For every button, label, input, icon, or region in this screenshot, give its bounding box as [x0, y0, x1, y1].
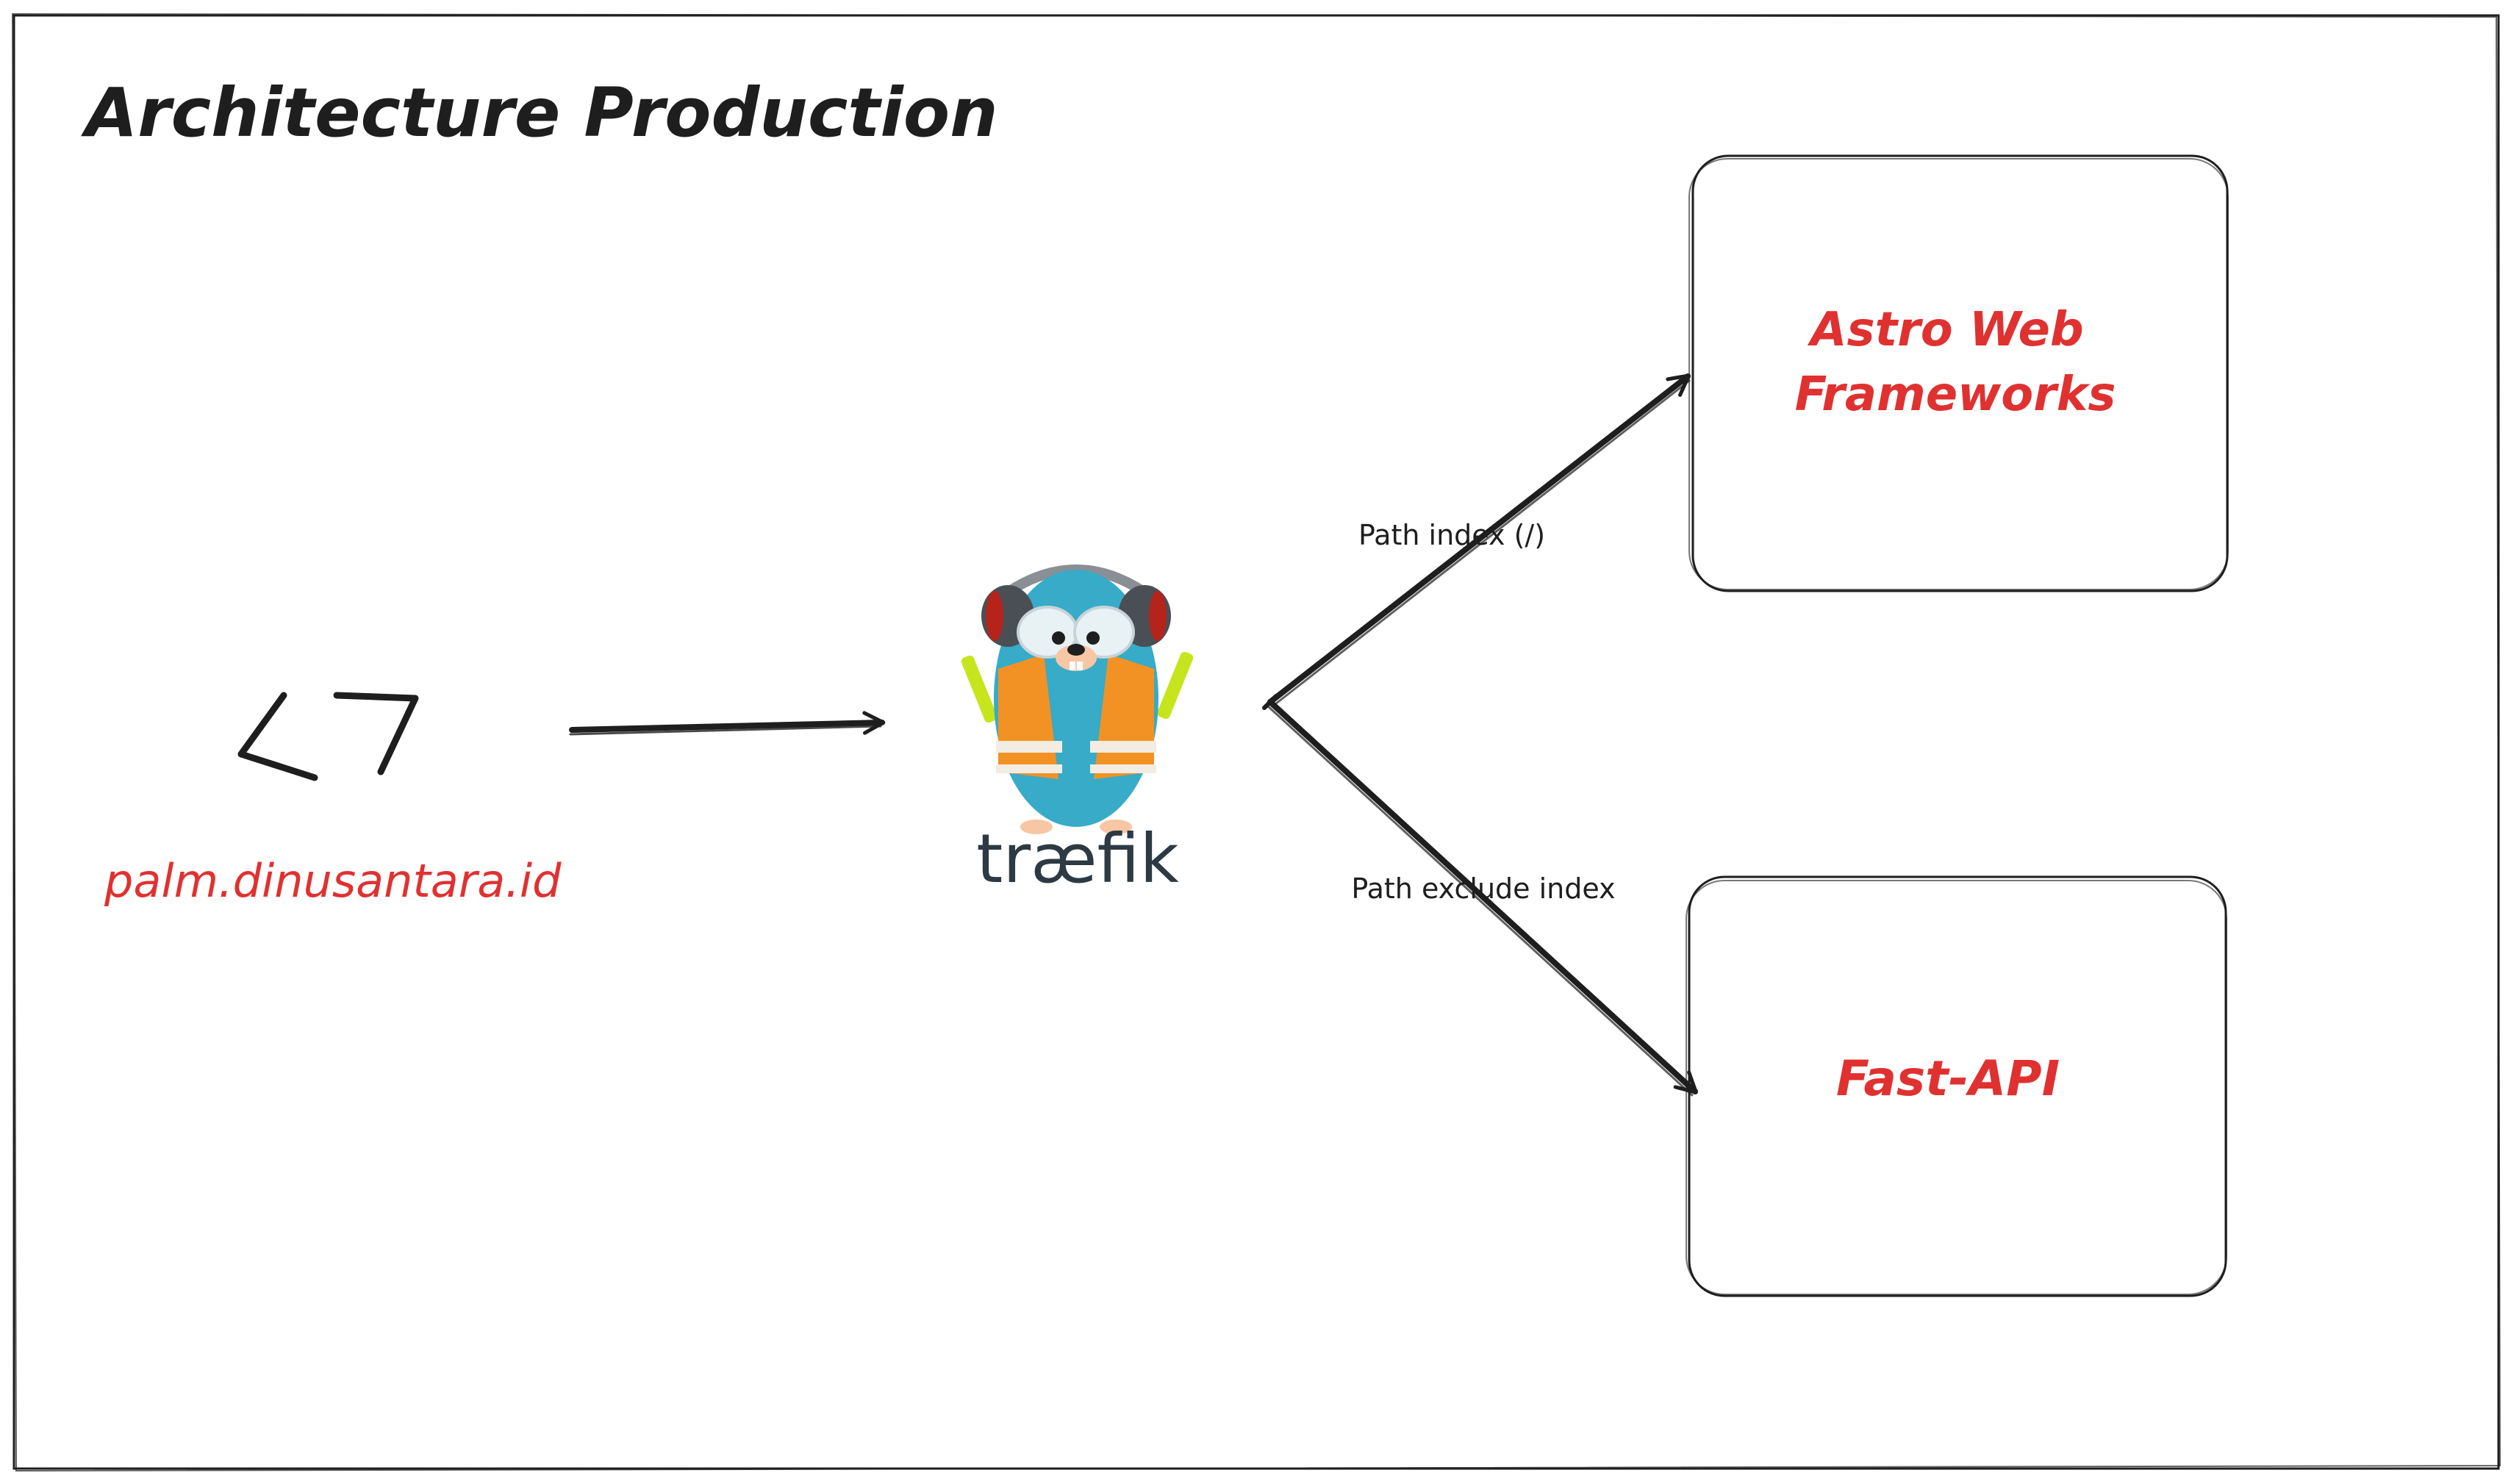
- route-arrow-to-astro: [1267, 373, 1691, 708]
- service-label-astro-line-2: Frameworks: [1795, 368, 2116, 422]
- route-label-exclude-index: Path exclude index: [1351, 872, 1615, 905]
- diagram-title: Architecture Production: [81, 74, 998, 152]
- outer-frame: [11, 12, 2501, 1472]
- service-label-astro: Astro Web Frameworks: [1795, 303, 2116, 422]
- client-to-proxy-arrow: [569, 711, 886, 736]
- service-box-astro: Astro Web Frameworks: [1688, 154, 2229, 592]
- gopher-mascot-icon: [961, 564, 1194, 834]
- service-label-astro-line-1: Astro Web: [1807, 303, 2084, 357]
- code-brackets-icon: [237, 692, 419, 781]
- route-arrow-to-fastapi: [1266, 699, 1698, 1097]
- service-label-fastapi: Fast-API: [1836, 1050, 2060, 1107]
- route-label-index: Path index (/): [1358, 519, 1545, 551]
- client-domain-label: palm.dinusantara.id: [104, 854, 562, 908]
- service-box-fastapi: Fast-API: [1686, 875, 2227, 1297]
- traefik-logo-text: træfik: [976, 820, 1179, 898]
